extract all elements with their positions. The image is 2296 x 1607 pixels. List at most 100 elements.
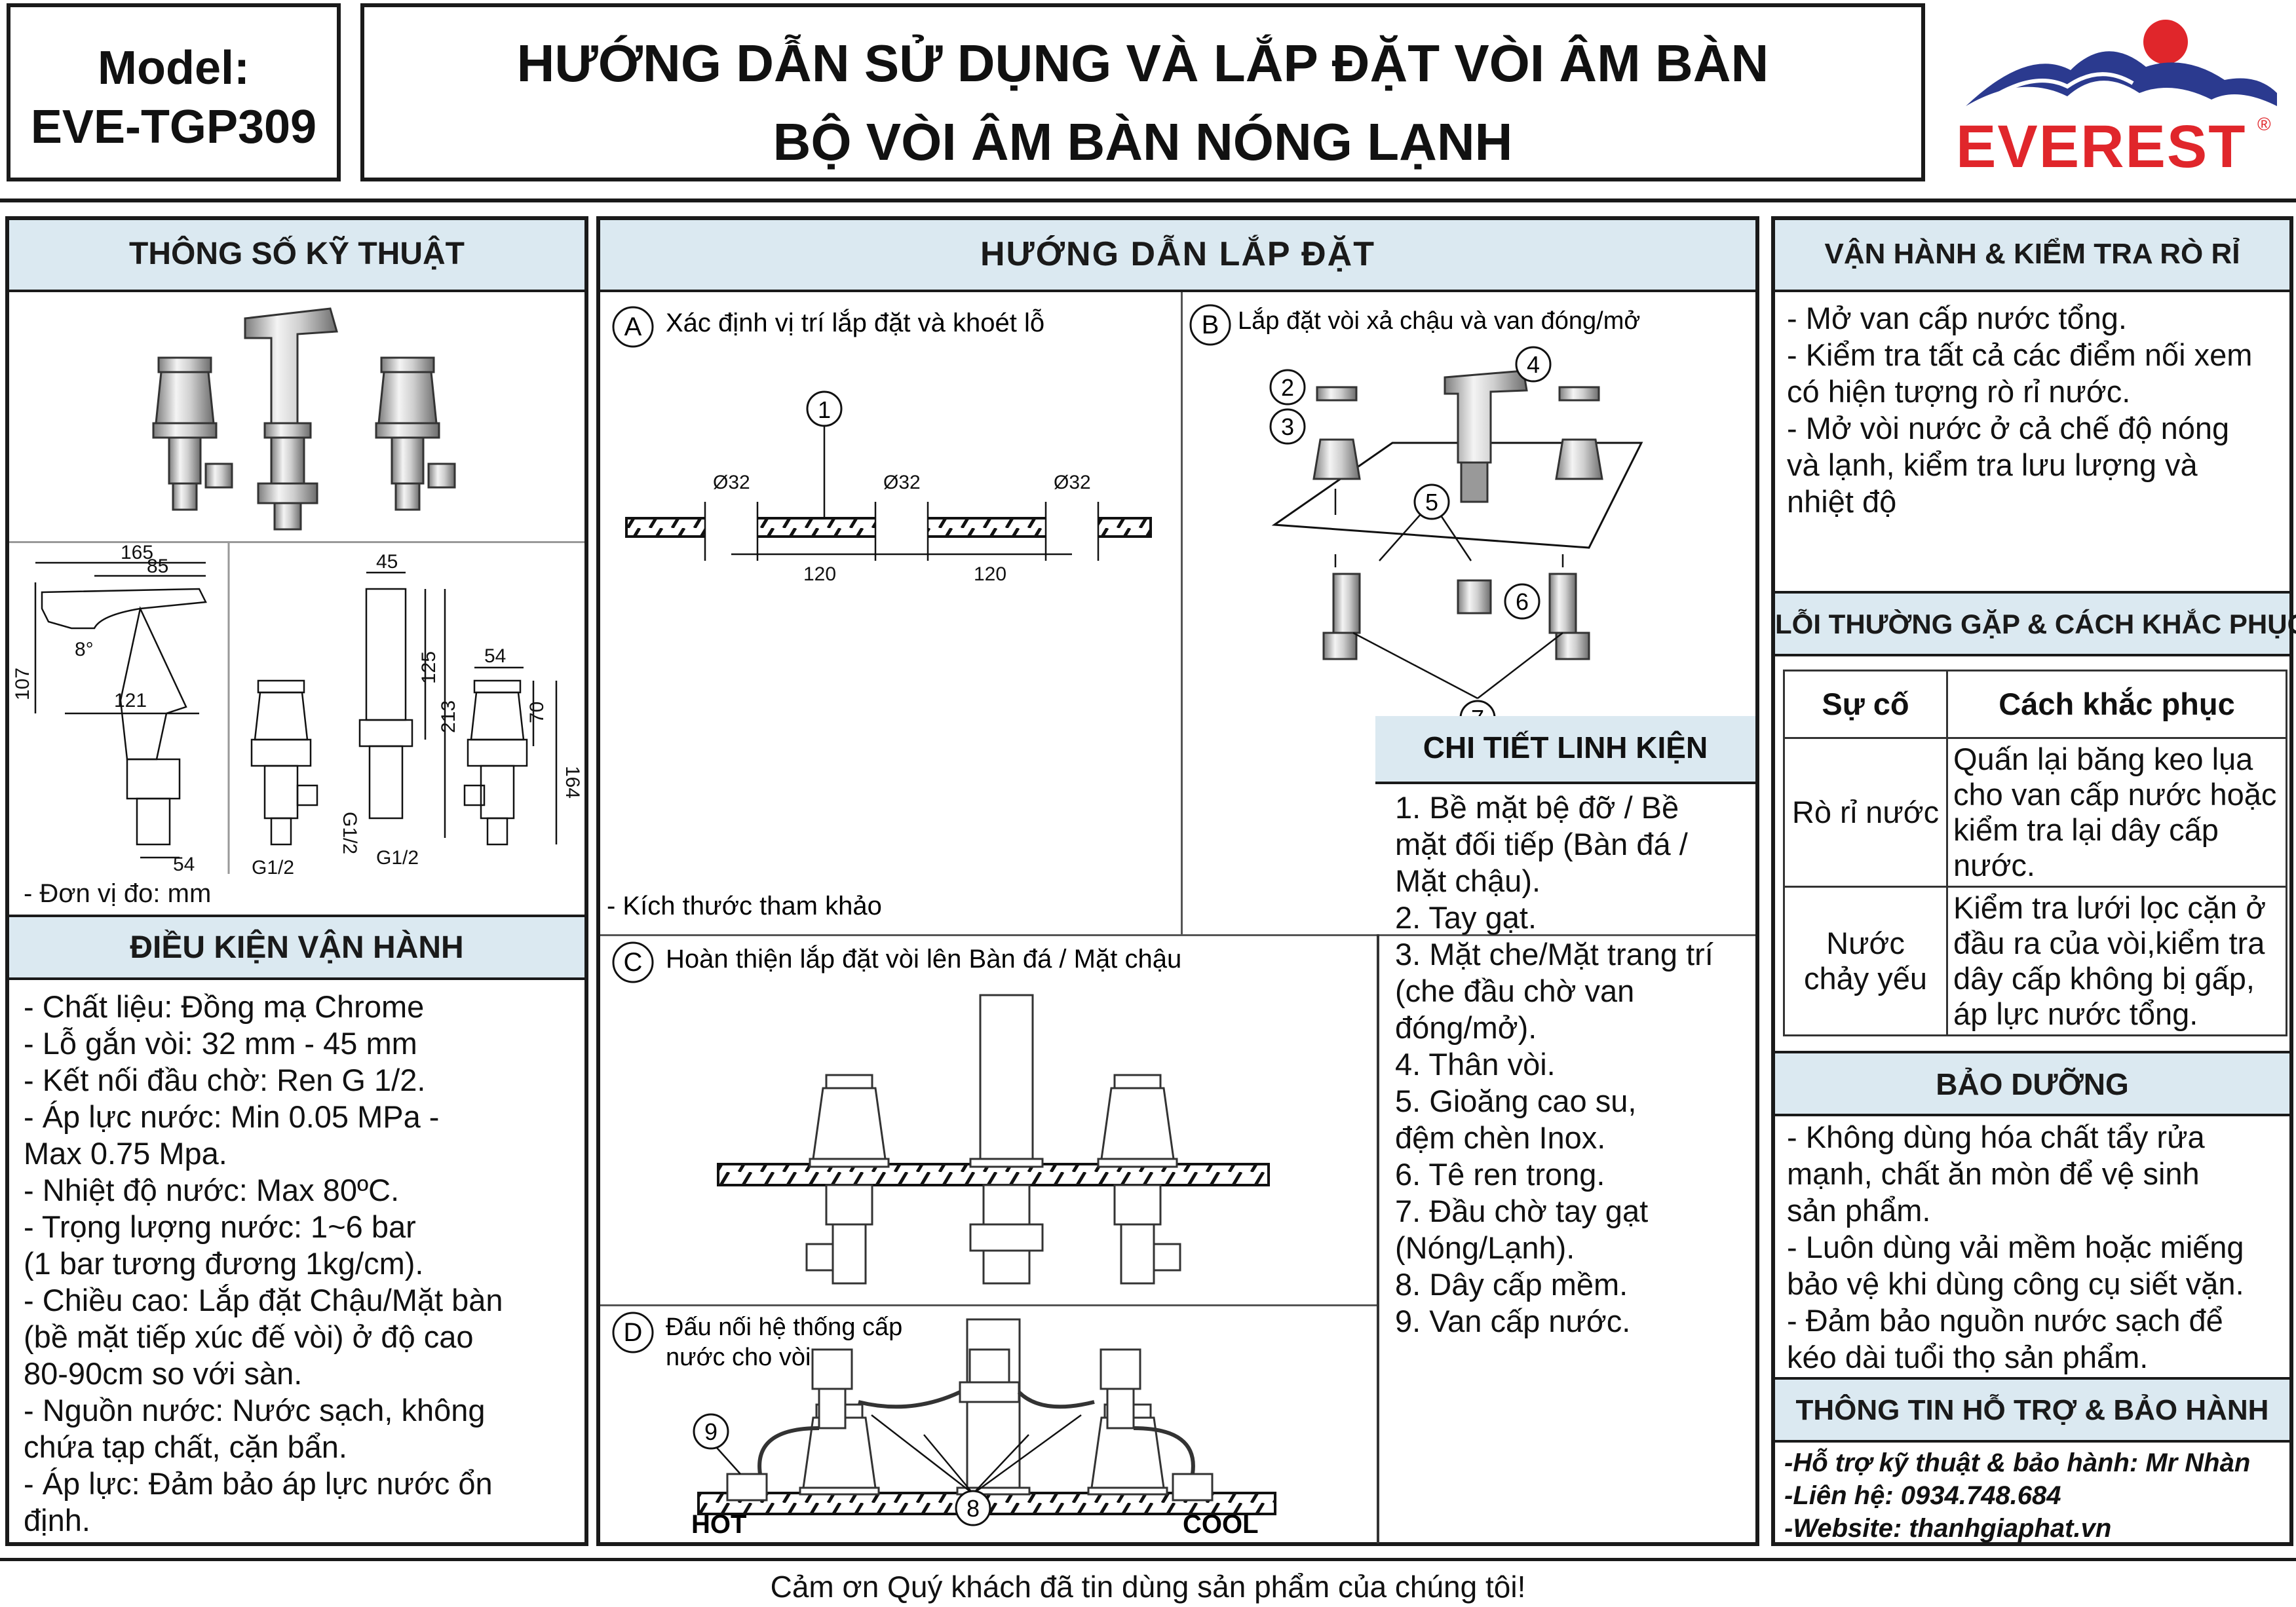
- parts-line: 4. Thân vòi.: [1395, 1047, 1556, 1082]
- maintenance-line: - Luôn dùng vải mềm hoặc miếng: [1787, 1230, 2244, 1264]
- dim-text: 85: [147, 556, 168, 577]
- parts-line: 3. Mặt che/Mặt trang trí: [1395, 937, 1713, 972]
- a-callout-number: 1: [818, 396, 831, 423]
- parts-line: đóng/mở).: [1395, 1010, 1537, 1045]
- a-dim: 120: [974, 563, 1006, 585]
- faults-col-fix: Cách khắc phục: [1946, 670, 2287, 739]
- middle-column: HƯỚNG DẪN LẮP ĐẶT A Xác định vị trí lắp …: [596, 216, 1759, 1546]
- panel-c-label: Hoàn thiện lắp đặt vòi lên Bàn đá / Mặt …: [666, 944, 1181, 974]
- specs-title: THÔNG SỐ KỸ THUẬT: [129, 236, 465, 271]
- parts-line: 9. Van cấp nước.: [1395, 1304, 1631, 1338]
- title-box: HƯỚNG DẪN SỬ DỤNG VÀ LẮP ĐẶT VÒI ÂM BÀN …: [360, 3, 1925, 181]
- check-header: VẬN HÀNH & KIỂM TRA RÒ RỈ: [1775, 220, 2289, 292]
- a-reference-note: - Kích thước tham khảo: [607, 892, 882, 920]
- b-callout-number: 4: [1527, 351, 1540, 378]
- a-dim: Ø32: [1054, 472, 1091, 493]
- maintenance-header: BẢO DƯỠNG: [1775, 1051, 2289, 1116]
- operating-line: - Lỗ gắn vòi: 32 mm - 45 mm: [24, 1026, 417, 1061]
- model-code: EVE-TGP309: [30, 101, 317, 153]
- left-column: THÔNG SỐ KỸ THUẬT: [5, 216, 588, 1546]
- brand-registered: ®: [2257, 114, 2271, 134]
- parts-line: 5. Gioăng cao su,: [1395, 1084, 1637, 1118]
- grid-vline-parts: [1377, 934, 1379, 1543]
- parts-line: đệm chèn Inox.: [1395, 1120, 1606, 1155]
- panel-d-label-line1: Đấu nối hệ thống cấp: [666, 1314, 902, 1341]
- a-dim: Ø32: [883, 472, 921, 493]
- support-line: -Liên hệ: 0934.748.684: [1784, 1481, 2061, 1510]
- panel-c-letter: C: [624, 948, 643, 977]
- maintenance-line: - Đảm bảo nguồn nước sạch để: [1787, 1303, 2223, 1338]
- support-title: THÔNG TIN HỖ TRỢ & BẢO HÀNH: [1795, 1394, 2269, 1426]
- page-title-line2: BỘ VÒI ÂM BÀN NÓNG LẠNH: [773, 113, 1513, 171]
- right-column: VẬN HÀNH & KIỂM TRA RÒ RỈ - Mở van cấp n…: [1771, 216, 2296, 1546]
- maintenance-list: - Không dùng hóa chất tẩy rửa mạnh, chất…: [1787, 1119, 2291, 1376]
- fault-issue: Nước chảy yếu: [1783, 886, 1948, 1036]
- operating-line: - Nguồn nước: Nước sạch, không: [24, 1393, 486, 1427]
- dim-text: 213: [438, 700, 459, 733]
- operating-line: (1 bar tương đương 1kg/cm).: [24, 1246, 424, 1281]
- dim-text: 165: [121, 543, 153, 563]
- d-callout-number: 8: [966, 1495, 980, 1522]
- maintenance-line: kéo dài tuổi thọ sản phẩm.: [1787, 1340, 2149, 1374]
- maintenance-line: sản phẩm.: [1787, 1193, 1931, 1228]
- parts-line: (Nóng/Lạnh).: [1395, 1230, 1575, 1265]
- page-title-line1: HƯỚNG DẪN SỬ DỤNG VÀ LẮP ĐẶT VÒI ÂM BÀN: [516, 34, 1769, 92]
- support-line: -Website: thanhgiaphat.vn: [1784, 1514, 2112, 1543]
- parts-line: 2. Tay gạt.: [1395, 900, 1537, 935]
- parts-title: CHI TIẾT LINH KIỆN: [1423, 730, 1708, 765]
- fault-fix: Kiểm tra lưới lọc cặn ở đầu ra của vòi,k…: [1946, 886, 2287, 1036]
- dim-text: 164: [562, 766, 583, 799]
- maintenance-title: BẢO DƯỠNG: [1936, 1067, 2129, 1101]
- fault-issue: Rò rỉ nước: [1783, 737, 1948, 888]
- dim-text: 54: [484, 645, 506, 667]
- footer-thanks: Cảm ơn Quý khách đã tin dùng sản phẩm củ…: [770, 1570, 1526, 1604]
- dim-text: 125: [418, 651, 440, 684]
- b-callout-number: 2: [1281, 374, 1294, 401]
- panel-a-label: Xác định vị trí lắp đặt và khoét lỗ: [666, 308, 1044, 337]
- bottom-rule: [0, 1558, 2296, 1561]
- product-divider: [9, 541, 584, 543]
- grid-hline-ab-c: [600, 934, 1755, 936]
- parts-header: CHI TIẾT LINH KIỆN: [1375, 716, 1755, 784]
- check-title: VẬN HÀNH & KIỂM TRA RÒ RỈ: [1824, 238, 2240, 270]
- model-box: Model: EVE-TGP309: [7, 3, 341, 181]
- operating-line: - Nhiệt độ nước: Max 80ºC.: [24, 1173, 400, 1207]
- operating-line: - Kết nối đầu chờ: Ren G 1/2.: [24, 1063, 426, 1097]
- install-header: HƯỚNG DẪN LẮP ĐẶT: [600, 220, 1755, 292]
- check-line: - Mở vòi nước ở cả chế độ nóng: [1787, 411, 2230, 445]
- panel-a-letter: A: [624, 312, 642, 341]
- faults-header: LỖI THƯỜNG GẶP & CÁCH KHẮC PHỤC: [1775, 591, 2296, 656]
- parts-panel: CHI TIẾT LINH KIỆN 1. Bề mặt bệ đỡ / Bề …: [1375, 716, 1755, 1541]
- grid-vline-ab: [1181, 292, 1183, 936]
- operating-list: - Chất liệu: Đồng mạ Chrome - Lỗ gắn vòi…: [24, 989, 581, 1539]
- check-line: có hiện tượng rò rỉ nước.: [1787, 374, 2131, 409]
- operating-line: - Trọng lượng nước: 1~6 bar: [24, 1209, 416, 1244]
- dim-text: 45: [376, 551, 398, 573]
- check-list: - Mở van cấp nước tổng. - Kiểm tra tất c…: [1787, 300, 2291, 520]
- check-line: - Mở van cấp nước tổng.: [1787, 301, 2127, 335]
- parts-line: 1. Bề mặt bệ đỡ / Bề: [1395, 790, 1679, 825]
- panel-a: A Xác định vị trí lắp đặt và khoét lỗ Ø3…: [600, 292, 1181, 934]
- fault-fix: Quấn lại băng keo lụa cho van cấp nước h…: [1946, 737, 2287, 888]
- check-line: và lạnh, kiểm tra lưu lượng và: [1787, 447, 2198, 482]
- dim-text: 107: [12, 668, 33, 700]
- top-rule: [0, 199, 2296, 202]
- dimension-drawing: 165 85 8° 107 121 54 G1/2: [9, 542, 584, 879]
- faults-row: Rò rỉ nước Quấn lại băng keo lụa cho van…: [1783, 737, 2287, 888]
- brand-name: EVEREST: [1956, 113, 2247, 180]
- parts-line: (che đầu chờ van: [1395, 974, 1635, 1008]
- b-callout-number: 3: [1281, 413, 1294, 440]
- parts-list: 1. Bề mặt bệ đỡ / Bề mặt đối tiếp (Bàn đ…: [1395, 789, 1752, 1340]
- faults-table-header: Sự cố Cách khắc phục: [1783, 670, 2287, 739]
- parts-line: 8. Dây cấp mềm.: [1395, 1267, 1628, 1302]
- brand-logo: EVEREST ®: [1949, 8, 2284, 180]
- a-dim: 120: [803, 563, 836, 585]
- dim-text: G1/2: [376, 847, 419, 869]
- maintenance-line: - Không dùng hóa chất tẩy rửa: [1787, 1120, 2205, 1154]
- panel-b-letter: B: [1202, 311, 1219, 339]
- dim-text: G1/2: [339, 812, 360, 854]
- b-callout-number: 6: [1516, 588, 1529, 615]
- operating-title: ĐIỀU KIỆN VẬN HÀNH: [130, 930, 464, 965]
- check-line: - Kiểm tra tất cả các điểm nối xem: [1787, 337, 2253, 372]
- model-label: Model:: [98, 42, 250, 94]
